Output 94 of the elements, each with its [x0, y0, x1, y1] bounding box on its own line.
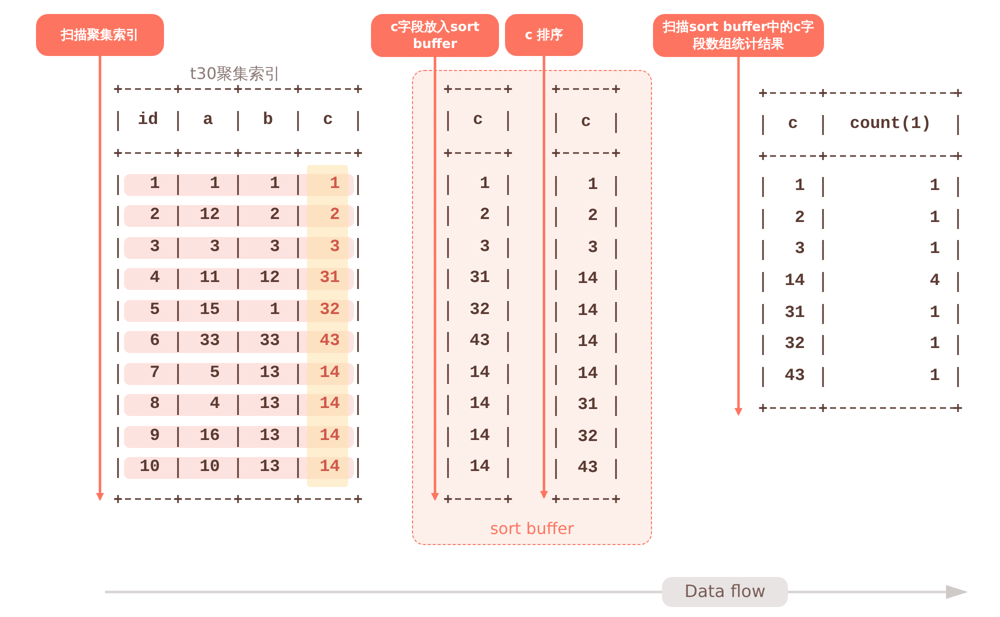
table-cell: 2	[480, 206, 490, 226]
table-cell: 12	[260, 269, 280, 289]
table-cell: 31	[470, 269, 490, 289]
column-header: id	[138, 111, 158, 131]
table-cell: 6	[150, 332, 160, 352]
table-cell: 14	[470, 458, 490, 478]
table-cell: 14	[578, 365, 598, 385]
column-header: c	[788, 115, 798, 135]
table-cell: 2	[150, 206, 160, 226]
table-cell: 43	[470, 332, 490, 352]
table-cell: 43	[784, 367, 805, 387]
table-cell: 32	[320, 301, 340, 321]
table-cell: 3	[588, 239, 598, 259]
table-cell: 32	[784, 335, 805, 355]
table-cell: 2	[794, 209, 805, 229]
step-callout: 扫描聚集索引	[36, 14, 164, 56]
table-cell: 1	[930, 209, 940, 229]
table-cell: 1	[270, 175, 280, 195]
table-cell: 1	[930, 335, 940, 355]
arrow	[431, 57, 439, 501]
table-cell: 12	[200, 206, 220, 226]
table-cell: 43	[578, 459, 598, 479]
table-cell: 15	[200, 301, 220, 321]
table-cell: 4	[210, 395, 220, 415]
table-cell: 31	[320, 269, 340, 289]
table-cell: 14	[784, 272, 805, 292]
table-cell: 1	[930, 240, 940, 260]
table-cell: 3	[330, 238, 340, 258]
table-cell: 2	[330, 206, 340, 226]
table-cell: 7	[150, 364, 160, 384]
arrow	[540, 56, 548, 499]
table-cell: 2	[270, 206, 280, 226]
table-cell: 3	[480, 238, 490, 258]
table-cell: 4	[150, 269, 160, 289]
table-cell: 31	[784, 304, 805, 324]
table-cell: 32	[470, 301, 490, 321]
table-cell: 14	[470, 364, 490, 384]
table-cell: 3	[794, 240, 805, 260]
table-cell: 9	[150, 427, 160, 447]
table-cell: 10	[140, 458, 160, 478]
region-label: sort buffer	[490, 519, 574, 538]
step-callout: 扫描sort buffer中的c字段数组统计结果	[653, 14, 824, 57]
column-header: count(1)	[850, 115, 932, 135]
table-cell: 5	[150, 301, 160, 321]
table-cell: 33	[200, 332, 220, 352]
table-cell: 13	[260, 395, 280, 415]
arrow	[96, 56, 104, 501]
table-cell: 14	[578, 333, 598, 353]
table-cell: 16	[200, 427, 220, 447]
table-cell: 1	[794, 177, 805, 197]
table-cell: 13	[260, 427, 280, 447]
table-cell: 1	[150, 175, 160, 195]
table-cell: 14	[320, 395, 340, 415]
table-cell: 14	[320, 427, 340, 447]
column-header: c	[472, 111, 484, 131]
table-cell: 1	[588, 176, 598, 196]
table-cell: 5	[210, 364, 220, 384]
table-cell: 3	[150, 238, 160, 258]
table-cell: 1	[480, 175, 490, 195]
table-cell: 3	[210, 238, 220, 258]
table-cell: 1	[210, 175, 220, 195]
column-header: b	[262, 111, 274, 131]
table-cell: 33	[260, 332, 280, 352]
table-caption: t30聚集索引	[190, 64, 281, 85]
table-cell: 43	[320, 332, 340, 352]
table-cell: 2	[588, 207, 598, 227]
table-cell: 31	[578, 396, 598, 416]
step-callout: c 排序	[505, 14, 583, 56]
table-cell: 14	[320, 458, 340, 478]
column-header: c	[580, 113, 592, 133]
table-cell: 14	[578, 302, 598, 322]
step-callout: c字段放入sort buffer	[371, 14, 499, 57]
table-cell: 14	[320, 364, 340, 384]
column-header: c	[322, 111, 334, 131]
flow-label: Data flow	[662, 577, 788, 607]
arrow	[734, 57, 742, 416]
column-header: a	[202, 111, 214, 131]
table-cell: 1	[330, 175, 340, 195]
table-cell: 14	[470, 395, 490, 415]
table-cell: 13	[260, 364, 280, 384]
table-cell: 4	[930, 272, 940, 292]
table-cell: 14	[470, 427, 490, 447]
table-cell: 8	[150, 395, 160, 415]
table-cell: 3	[270, 238, 280, 258]
table-cell: 1	[270, 301, 280, 321]
table-cell: 1	[930, 177, 940, 197]
table-cell: 32	[578, 428, 598, 448]
table-cell: 11	[200, 269, 220, 289]
table-cell: 13	[260, 458, 280, 478]
table-cell: 14	[578, 270, 598, 290]
table-cell: 1	[930, 304, 940, 324]
buffer-region	[412, 70, 652, 545]
table-cell: 1	[930, 367, 940, 387]
table-cell: 10	[200, 458, 220, 478]
